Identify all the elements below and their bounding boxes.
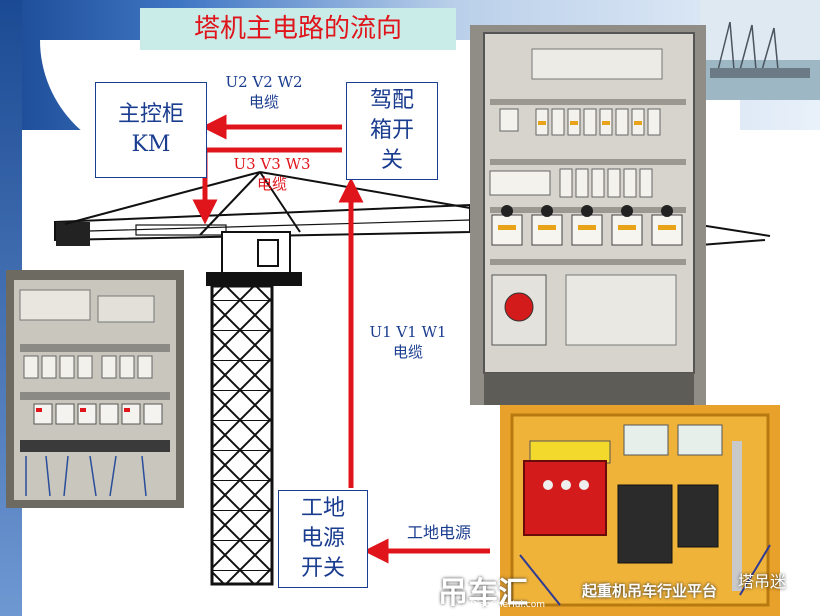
left-cabinet-graphic [6,270,184,508]
right-cabinet-photo [470,25,706,405]
driver-box-switch: 驾配 箱开 关 [346,82,438,180]
cable-label-uvw1: U1 V1 W1 电缆 [358,322,458,363]
crane-mast [212,286,272,584]
watermark-channel: 塔吊迷 [738,568,786,592]
cable-label-uvw3: U3 V3 W3 电缆 [222,154,322,195]
watermark-site: DiaoCheHui.com [470,600,545,610]
main-control-cabinet-box: 主控柜 KM [95,82,207,178]
site-power-label: 工地电源 [384,522,494,544]
cable-label-uvw2: U2 V2 W2 电缆 [214,72,314,113]
crane-cab [206,232,302,286]
left-cabinet-photo [6,270,184,508]
right-cabinet-graphic [470,25,706,405]
site-power-switch-box: 工地 电源 开关 [278,490,368,588]
page-title: 塔机主电路的流向 [140,8,456,50]
watermark-slogan: 起重机吊车行业平台 [582,580,717,601]
